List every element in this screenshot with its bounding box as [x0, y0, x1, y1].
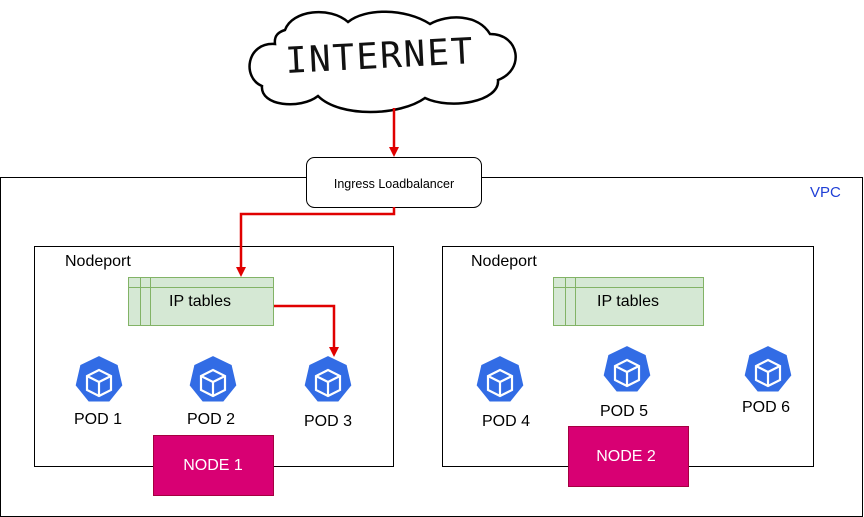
node-box-2: [568, 426, 689, 487]
arrow-ingress-to-iptables: [236, 207, 396, 277]
pod-2-label: POD 2: [186, 411, 236, 428]
pod-1-icon: [73, 353, 125, 404]
pod-2-icon: [187, 353, 239, 404]
pod-3-icon: [302, 353, 354, 404]
node-1-label: NODE 1: [183, 457, 243, 474]
node-box-1: [153, 435, 274, 496]
pod-4-label: POD 4: [481, 413, 531, 430]
nodeport-label-1: Nodeport: [65, 253, 131, 270]
node-2-label: NODE 2: [596, 448, 656, 465]
pod-3-label: POD 3: [303, 413, 353, 430]
arrow-iptables-to-pod3: [274, 304, 339, 357]
pod-4-icon: [474, 353, 526, 404]
vpc-label: VPC: [810, 184, 841, 201]
iptables-label-2: IP tables: [597, 293, 659, 310]
internet-cloud: [248, 10, 517, 114]
iptables-label-1: IP tables: [169, 293, 231, 310]
ingress-label: Ingress Loadbalancer: [333, 177, 455, 191]
iptables-box-1: [128, 277, 274, 326]
iptables-box-2: [553, 277, 704, 326]
nodeport-label-2: Nodeport: [471, 253, 537, 270]
pod-5-label: POD 5: [599, 403, 649, 420]
pod-5-icon: [601, 343, 653, 394]
pod-6-label: POD 6: [741, 399, 791, 416]
pod-6-icon: [742, 343, 794, 394]
pod-1-label: POD 1: [73, 411, 123, 428]
